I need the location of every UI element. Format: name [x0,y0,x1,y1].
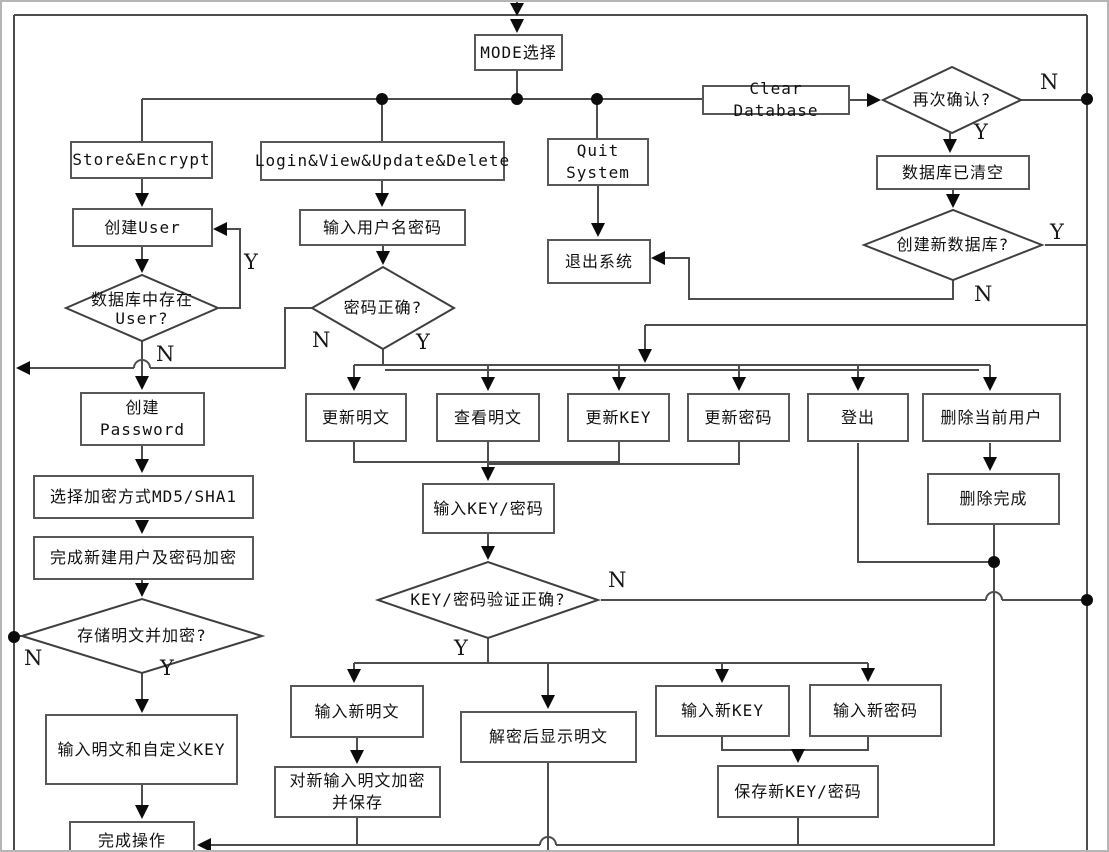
label-key-pwd-verify-y: Y [454,636,468,660]
node-create-password: 创建 Password [80,392,205,446]
node-choose-encryption: 选择加密方式MD5/SHA1 [33,475,254,519]
node-save-new-key-password: 保存新KEY/密码 [717,765,879,818]
node-delete-done: 删除完成 [927,473,1060,525]
label-db-user-exists-n: N [156,342,175,366]
node-logout: 登出 [807,393,909,442]
node-view-plaintext: 查看明文 [436,393,540,442]
node-clear-database: Clear Database [702,79,850,120]
node-finish-user-pwd-encrypt: 完成新建用户及密码加密 [33,536,254,580]
decision-store-plaintext-encrypt: 存储明文并加密? [77,626,207,646]
node-quit-system: Quit System [547,138,649,186]
label-confirm-again-y: Y [974,120,988,144]
node-delete-current-user: 删除当前用户 [922,393,1061,442]
node-input-new-plaintext: 输入新明文 [290,685,424,738]
label-create-new-db-y: Y [1050,220,1064,244]
node-store-encrypt: Store&Encrypt [70,141,213,179]
node-update-password: 更新密码 [687,393,790,442]
node-login-view-update-delete: Login&View&Update&Delete [255,141,509,181]
label-confirm-again-n: N [1040,70,1059,94]
label-password-correct-y: Y [416,330,430,354]
node-update-plaintext: 更新明文 [305,393,407,442]
decision-key-password-verify: KEY/密码验证正确? [410,590,566,610]
label-password-correct-n: N [312,328,331,352]
label-store-plaintext-y: Y [160,656,174,680]
decision-db-user-exists: 数据库中存在 User? [90,289,193,328]
node-decrypt-show-plaintext: 解密后显示明文 [460,711,637,763]
node-mode-select: MODE选择 [474,34,563,71]
decision-password-correct: 密码正确? [343,298,423,318]
node-input-new-password: 输入新密码 [809,684,942,737]
node-input-key-password: 输入KEY/密码 [422,483,555,534]
node-input-username-password: 输入用户名密码 [299,209,466,246]
node-input-plaintext-and-key: 输入明文和自定义KEY [45,714,238,785]
node-encrypt-save-new-plaintext: 对新输入明文加密 并保存 [274,766,441,818]
label-store-plaintext-n: N [24,646,43,670]
label-key-pwd-verify-n: N [608,568,627,592]
node-db-cleared: 数据库已清空 [876,155,1030,190]
decision-create-new-db: 创建新数据库? [896,235,1010,255]
node-exit-system: 退出系统 [547,239,651,284]
node-finish-operation: 完成操作 [69,821,195,850]
label-create-new-db-n: N [974,282,993,306]
node-create-user: 创建User [72,208,213,247]
node-update-key: 更新KEY [567,393,670,442]
label-db-user-exists-y: Y [244,250,258,274]
node-input-new-key: 输入新KEY [655,685,790,737]
decision-confirm-again: 再次确认? [912,90,992,110]
